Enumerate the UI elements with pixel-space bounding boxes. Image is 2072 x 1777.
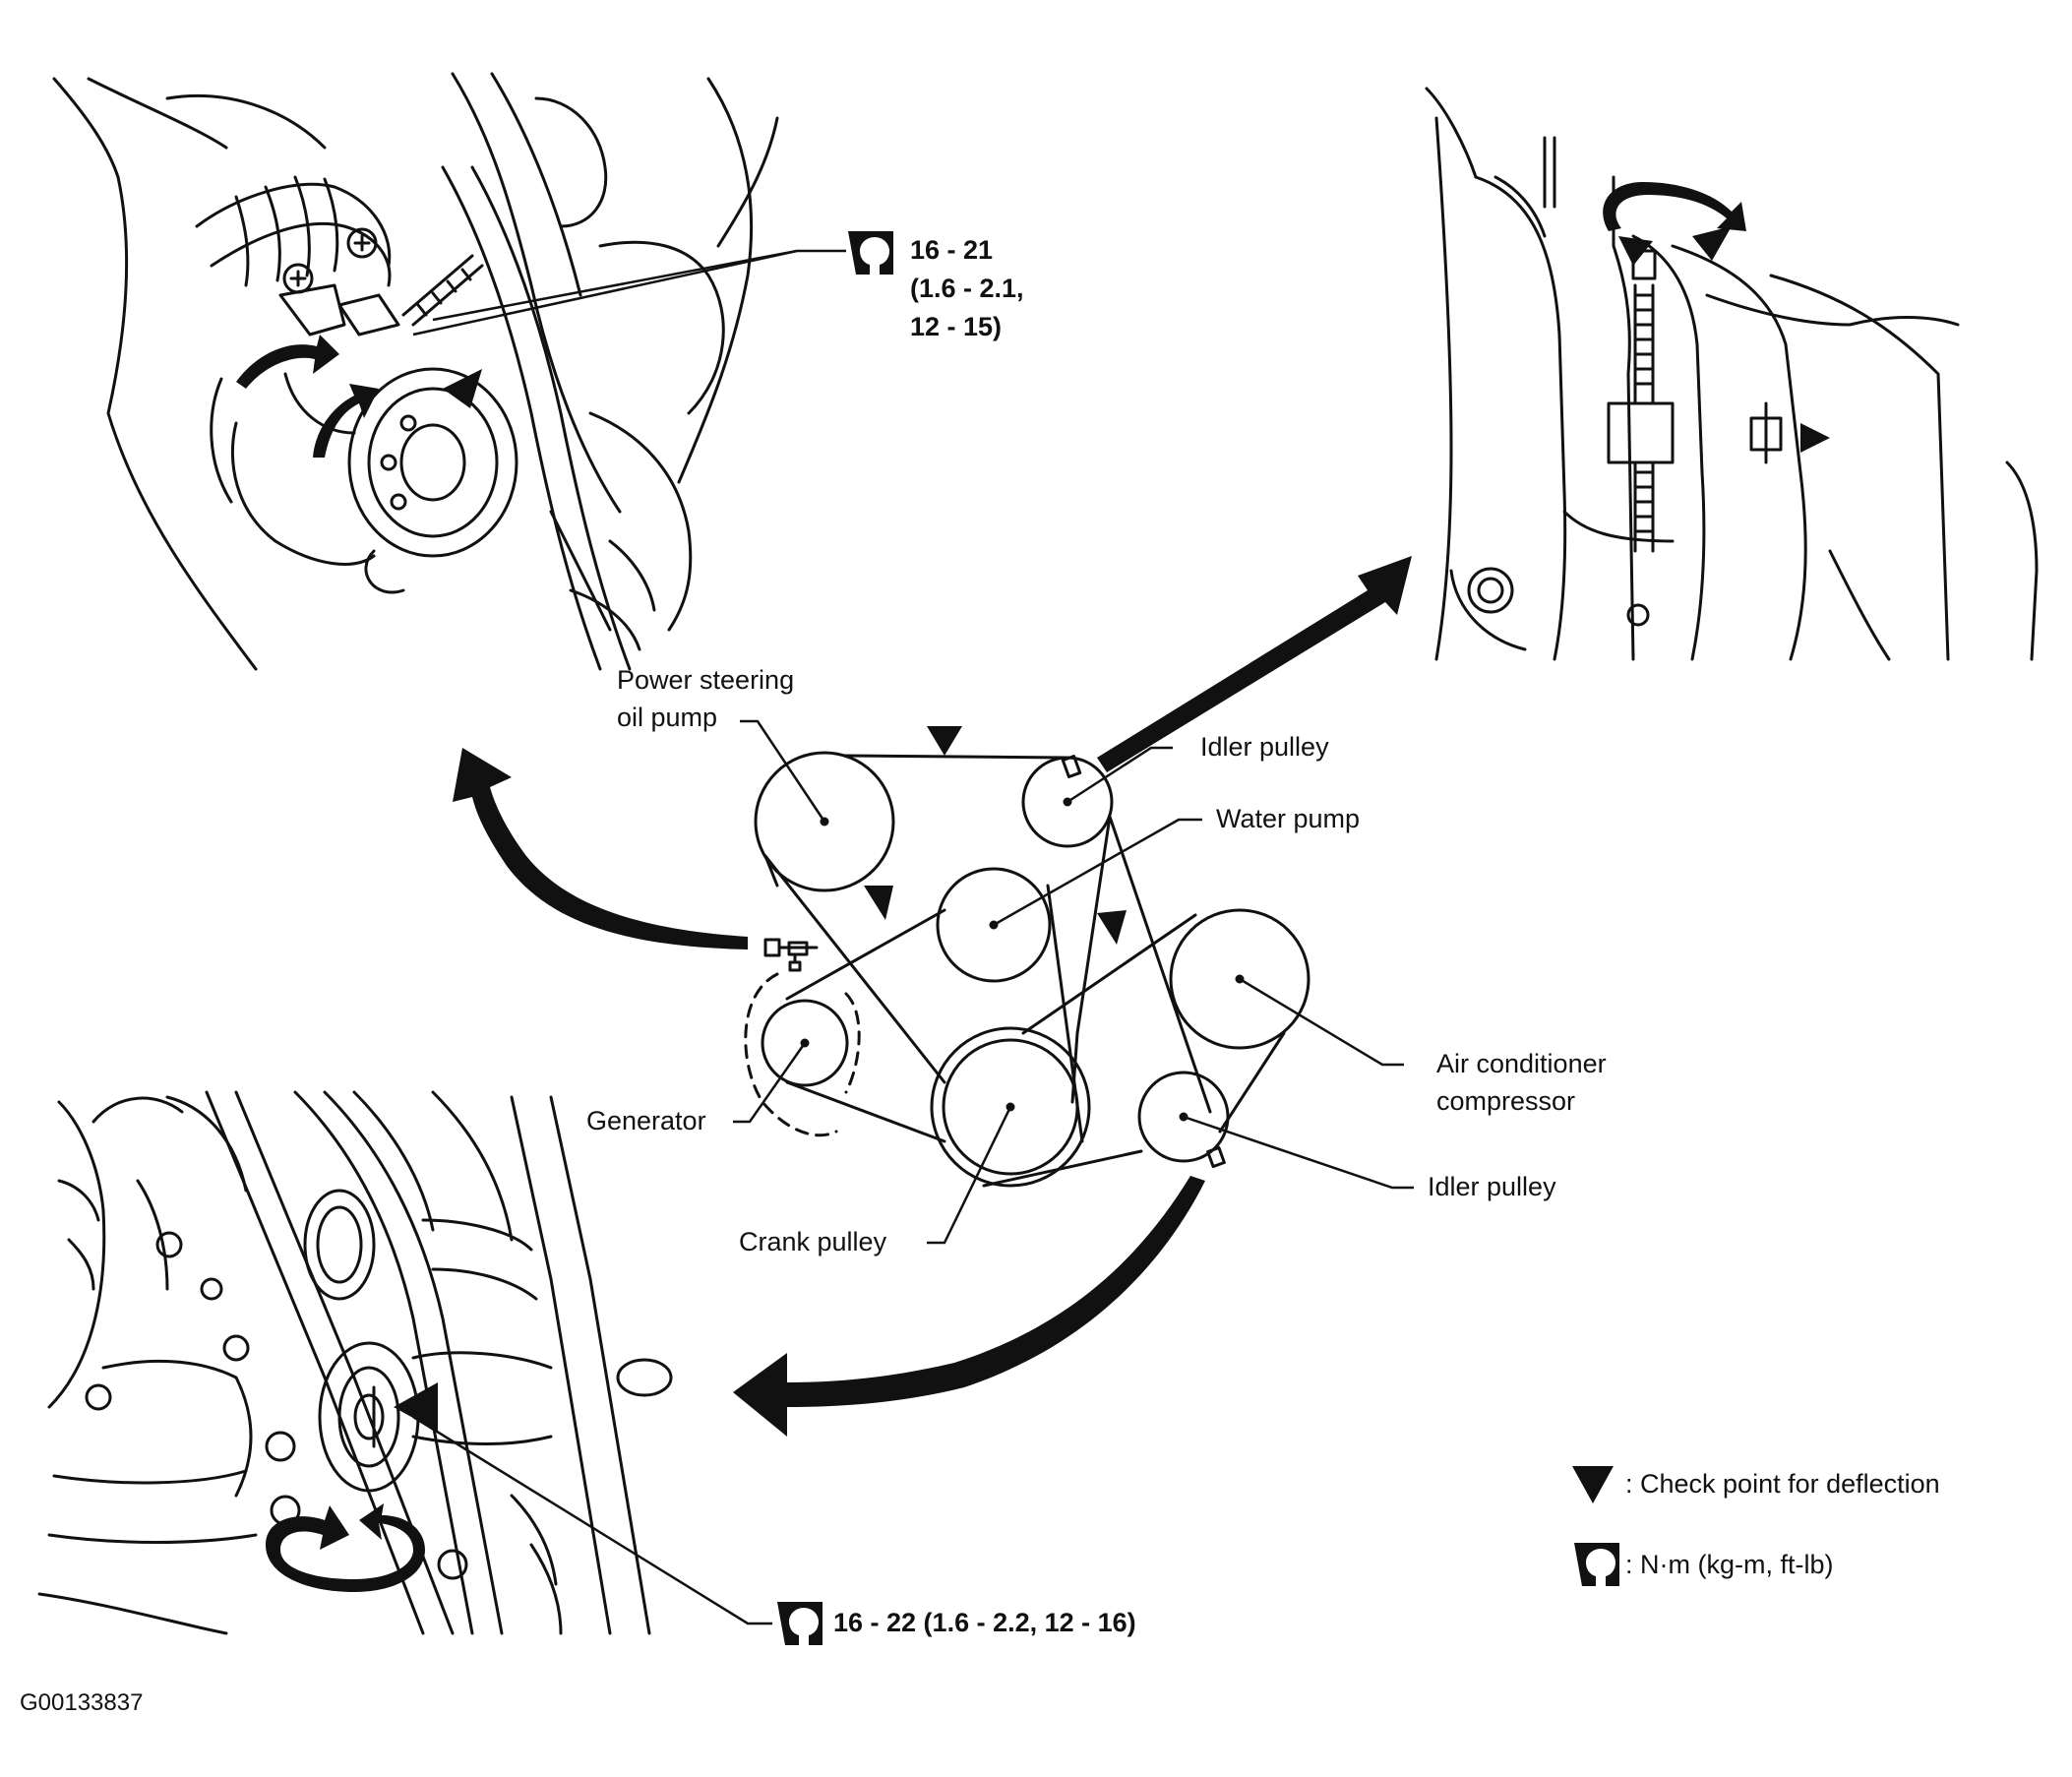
torque-spec-top-line1: 16 - 21 <box>910 235 994 265</box>
label-idler-pulley-bottom: Idler pulley <box>1428 1172 1556 1201</box>
connector-arrows <box>453 556 1412 1437</box>
arrow-to-lower-idler-detail <box>733 1176 1205 1437</box>
label-crank-pulley: Crank pulley <box>739 1227 887 1256</box>
pulley-crank-outer <box>930 1026 1091 1188</box>
detail-lower-idler-arrows <box>266 1382 438 1592</box>
label-power-steering-pump-line1: Power steering <box>617 665 795 695</box>
legend-units-text: : N·m (kg-m, ft-lb) <box>1625 1550 1834 1579</box>
label-idler-pulley-top: Idler pulley <box>1200 732 1329 762</box>
pulley-generator <box>761 999 849 1087</box>
pulley-ac-compressor <box>1169 908 1310 1050</box>
detail-idler-adjuster <box>1425 87 2039 661</box>
label-water-pump: Water pump <box>1216 804 1361 833</box>
deflection-triangle-right <box>1097 910 1127 945</box>
figure-id: G00133837 <box>20 1689 144 1716</box>
arrow-to-idler-detail <box>1097 556 1412 772</box>
label-generator: Generator <box>586 1106 706 1135</box>
label-ac-compressor-line1: Air conditioner <box>1436 1049 1607 1078</box>
label-power-steering-pump-line2: oil pump <box>617 703 718 732</box>
detail-power-steering-arrows <box>236 335 482 458</box>
torque-spec-bottom: 16 - 22 (1.6 - 2.2, 12 - 16) <box>833 1608 1136 1637</box>
torque-spec-top-line3: 12 - 15) <box>910 312 1003 341</box>
belt-schematic <box>744 751 1310 1188</box>
detail-power-steering-pump <box>52 72 779 671</box>
label-ac-compressor-line2: compressor <box>1436 1086 1576 1116</box>
torque-wrench-icon-bottom <box>777 1602 823 1645</box>
torque-wrench-icon-top <box>848 231 893 275</box>
legend-wrench-icon <box>1574 1543 1619 1586</box>
deflection-triangle-top <box>927 726 962 756</box>
deflection-check-points <box>864 726 1127 945</box>
torque-spec-top-line2: (1.6 - 2.1, <box>910 274 1024 303</box>
legend-triangle-icon <box>1572 1466 1614 1503</box>
detail-lower-idler <box>37 1090 673 1635</box>
pulley-water-pump <box>936 867 1052 983</box>
leader-lines <box>412 249 1414 1625</box>
detail-idler-arrows <box>1603 182 1830 453</box>
legend-deflection-text: : Check point for deflection <box>1625 1469 1940 1499</box>
arrow-to-power-steering-detail <box>453 748 748 950</box>
pulley-power-steering <box>754 751 895 892</box>
deflection-triangle-left <box>864 886 893 920</box>
